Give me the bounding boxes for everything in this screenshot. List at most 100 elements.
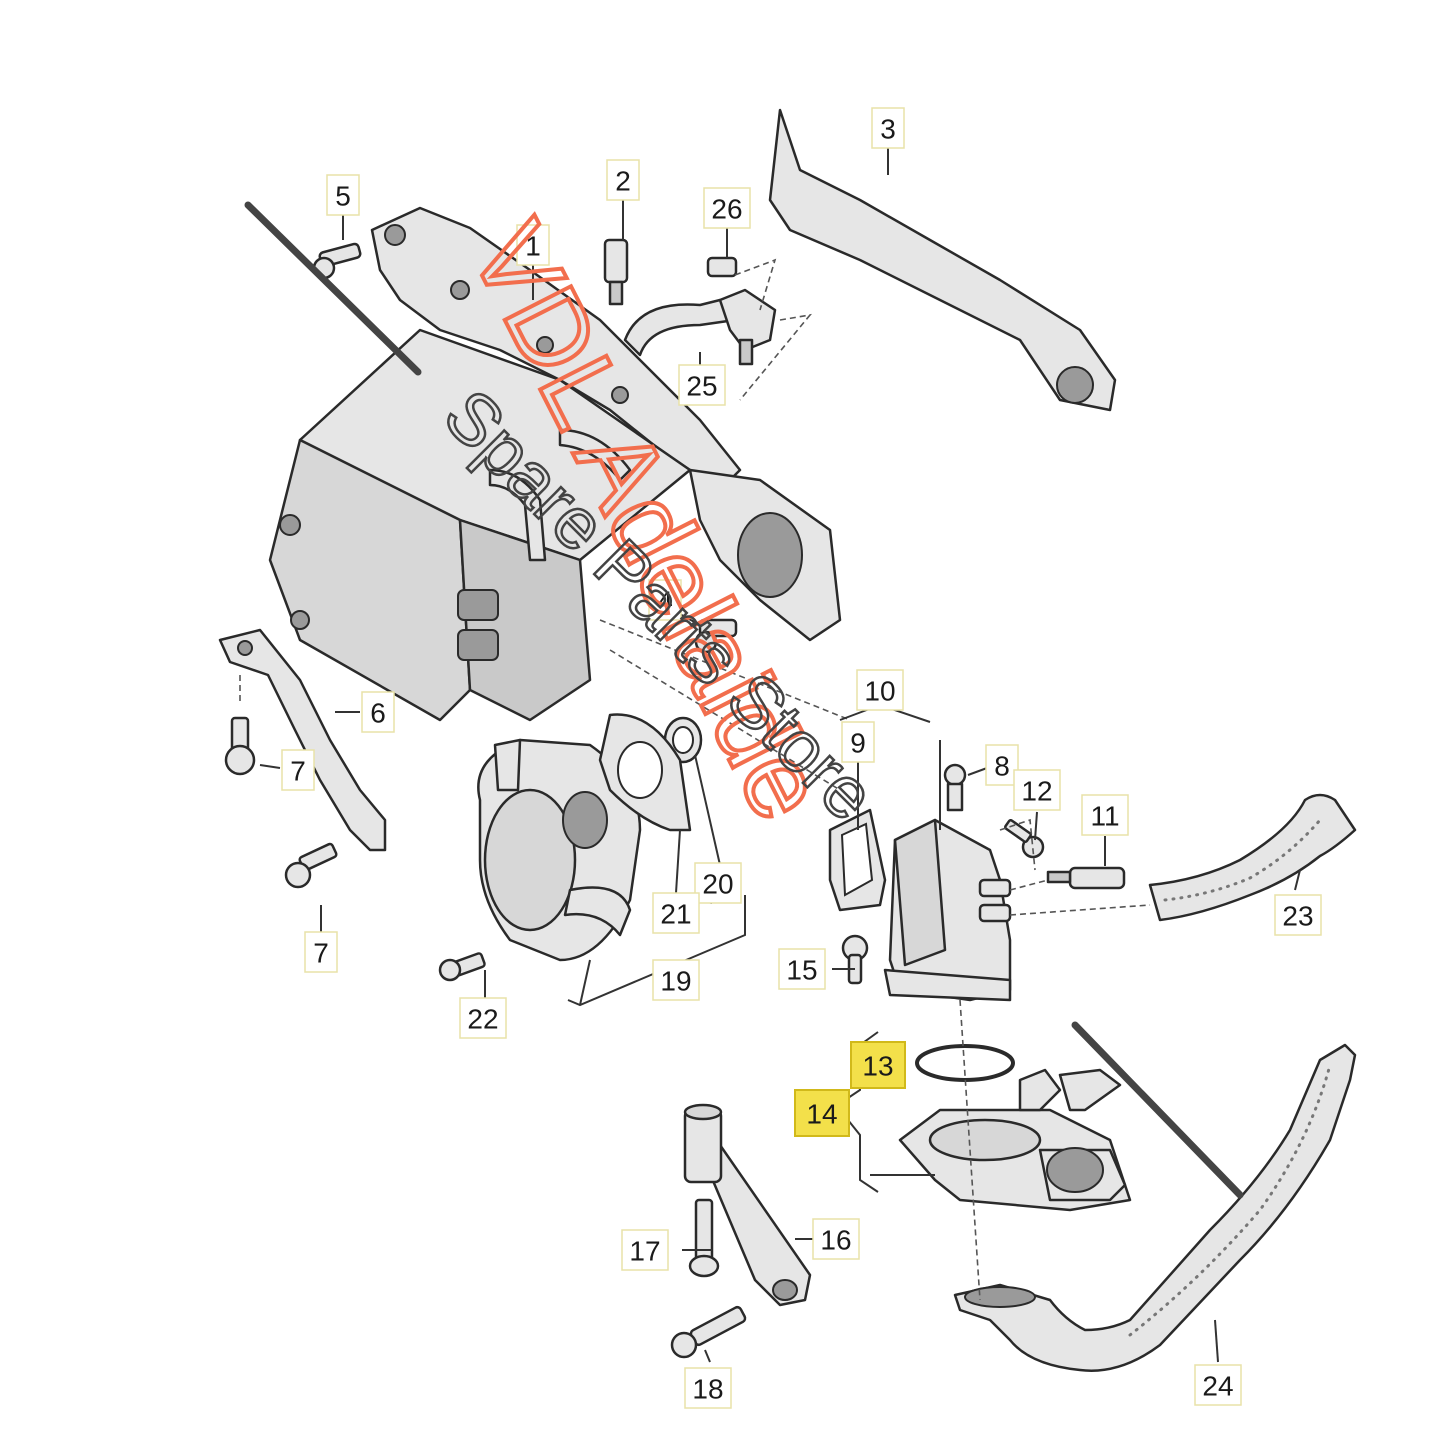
callout-number: 12 <box>1021 776 1052 807</box>
callout-number: 25 <box>686 371 717 402</box>
callout-c7b: 7 <box>304 931 338 973</box>
callout-c10: 10 <box>856 669 904 711</box>
callout-box <box>516 224 550 266</box>
spacer-part-17 <box>683 1103 723 1278</box>
callout-c11: 11 <box>1081 794 1129 836</box>
callout-number: 10 <box>864 676 895 707</box>
strut-part-16 <box>698 1143 812 1307</box>
callout-box <box>985 744 1019 786</box>
callout-box <box>304 931 338 973</box>
leader-lines <box>259 148 1301 1363</box>
callout-box <box>703 187 751 229</box>
bolt-part-18 <box>670 1305 747 1359</box>
pipe-part-24 <box>953 1043 1357 1372</box>
callout-c23: 23 <box>1274 894 1322 936</box>
callout-box <box>850 1041 906 1089</box>
callout-box <box>326 174 360 216</box>
callout-box <box>1081 794 1129 836</box>
callout-box <box>459 997 507 1039</box>
bolt-part-15 <box>841 934 869 985</box>
callout-c7a: 7 <box>281 749 315 791</box>
callout-box <box>778 948 826 990</box>
callout-box <box>281 749 315 791</box>
hose-assembly-25 <box>623 256 777 366</box>
callout-c15: 15 <box>778 948 826 990</box>
callout-box <box>684 1367 732 1409</box>
callout-number: 4 <box>657 586 673 617</box>
assembly-guides <box>239 258 1151 1301</box>
callout-c1: 1 <box>516 224 550 266</box>
callout-number: 22 <box>467 1004 498 1035</box>
callout-number: 8 <box>994 751 1010 782</box>
callout-box <box>1013 769 1061 811</box>
callout-c24: 24 <box>1194 1364 1242 1406</box>
callout-box <box>652 959 700 1001</box>
callout-box <box>812 1218 860 1260</box>
bolt-part-22 <box>438 952 486 982</box>
callout-c5: 5 <box>326 174 360 216</box>
callout-c14: 14 <box>794 1089 850 1137</box>
callout-c2: 2 <box>606 159 640 201</box>
bolt-part-7-lower <box>284 842 338 889</box>
sensor-part-11 <box>1046 866 1126 890</box>
callout-number: 24 <box>1202 1371 1233 1402</box>
egr-cooler-module <box>268 206 842 722</box>
callout-box <box>648 579 682 621</box>
callout-c25: 25 <box>678 364 726 406</box>
callout-box <box>1274 894 1322 936</box>
callout-c20: 20 <box>694 862 742 904</box>
callout-c3: 3 <box>871 107 905 149</box>
gasket-part-9 <box>828 808 887 912</box>
watermark-slashes <box>244 201 1244 1199</box>
callout-number: 7 <box>313 938 329 969</box>
vacuum-pump-part-19 <box>477 738 642 962</box>
callout-c9: 9 <box>841 721 875 763</box>
callout-c8: 8 <box>985 744 1019 786</box>
callout-box <box>1194 1364 1242 1406</box>
gasket-part-3 <box>768 108 1117 412</box>
callout-number: 7 <box>290 756 306 787</box>
callout-number: 17 <box>629 1236 660 1267</box>
egr-housing-part-10 <box>883 818 1012 1002</box>
callout-c26: 26 <box>703 187 751 229</box>
callout-number: 21 <box>660 899 691 930</box>
callout-number: 19 <box>660 966 691 997</box>
callout-c12: 12 <box>1013 769 1061 811</box>
callout-box <box>856 669 904 711</box>
callout-number: 26 <box>711 194 742 225</box>
sensor-part-2 <box>603 238 629 306</box>
callout-box <box>794 1089 850 1137</box>
callout-labels: 1234567789101112131415161718192021222324… <box>281 107 1322 1409</box>
callout-c18: 18 <box>684 1367 732 1409</box>
callout-number: 3 <box>880 114 896 145</box>
callout-c16: 16 <box>812 1218 860 1260</box>
callout-c22: 22 <box>459 997 507 1039</box>
bolt-part-12 <box>1004 818 1045 859</box>
bolt-part-4 <box>694 618 738 654</box>
callout-box <box>678 364 726 406</box>
callout-number: 2 <box>615 166 631 197</box>
callout-number: 9 <box>850 728 866 759</box>
bolt-part-7-upper <box>224 716 256 776</box>
callout-number: 11 <box>1090 801 1119 832</box>
egr-valve-part-14 <box>898 1068 1132 1212</box>
callout-number: 15 <box>786 955 817 986</box>
callout-box <box>606 159 640 201</box>
callout-number: 16 <box>820 1225 851 1256</box>
callout-box <box>871 107 905 149</box>
callout-c17: 17 <box>621 1229 669 1271</box>
plug-part-8 <box>943 763 967 812</box>
callout-number: 18 <box>692 1374 723 1405</box>
callout-number: 6 <box>370 698 386 729</box>
gasket-part-21 <box>598 713 692 832</box>
callout-number: 14 <box>806 1099 837 1130</box>
hose-part-23 <box>1148 793 1357 922</box>
callout-box <box>652 892 700 934</box>
callout-box <box>361 691 395 733</box>
callout-c13: 13 <box>850 1041 906 1089</box>
callout-c6: 6 <box>361 691 395 733</box>
callout-box <box>621 1229 669 1271</box>
bracket-part-6 <box>218 628 387 852</box>
